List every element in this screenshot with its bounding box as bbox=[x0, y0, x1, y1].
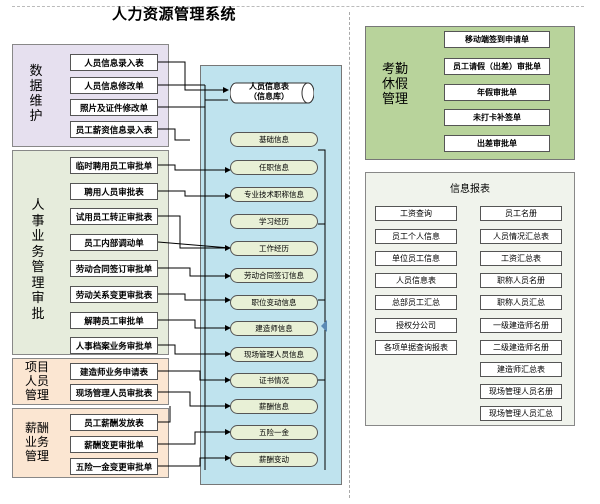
reports-title: 信息报表 bbox=[450, 184, 490, 195]
info-education[interactable]: 学习经历 bbox=[230, 214, 318, 229]
form-internal-transfer[interactable]: 员工内部调动单 bbox=[70, 234, 158, 251]
label-attendance: 考勤 休假 管理 bbox=[381, 62, 409, 107]
report-first-class-roster[interactable]: 一级建造师名册 bbox=[480, 318, 562, 333]
form-hire-approval[interactable]: 聘用人员审批表 bbox=[70, 183, 158, 200]
report-personnel-table[interactable]: 人员信息表 bbox=[375, 273, 457, 288]
top-dashed-border bbox=[12, 6, 584, 7]
form-business-trip[interactable]: 出差审批单 bbox=[444, 135, 550, 152]
label-data-maintenance: 数据 维护 bbox=[29, 64, 43, 124]
form-personnel-entry[interactable]: 人员信息录入表 bbox=[70, 54, 158, 71]
page-title: 人力资源管理系统 bbox=[112, 5, 237, 23]
report-title-roster[interactable]: 职称人员名册 bbox=[480, 273, 562, 288]
info-constructor[interactable]: 建造师信息 bbox=[230, 321, 318, 336]
label-hr-approval: 人事 业务 管理 审批 bbox=[31, 198, 45, 322]
form-constructor-application[interactable]: 建造师业务申请表 bbox=[70, 363, 158, 380]
report-document-query[interactable]: 各项单据查询报表 bbox=[375, 340, 457, 355]
form-labor-change[interactable]: 劳动关系变更审批表 bbox=[70, 286, 158, 303]
form-photo-cert-modify[interactable]: 照片及证件修改单 bbox=[70, 99, 158, 116]
form-contract-sign[interactable]: 劳动合同签订审批单 bbox=[70, 260, 158, 277]
form-missed-punch[interactable]: 未打卡补签单 bbox=[444, 109, 550, 126]
report-employee-roster[interactable]: 员工名册 bbox=[480, 206, 562, 221]
info-position[interactable]: 任职信息 bbox=[230, 160, 318, 175]
report-site-manager-summary[interactable]: 现场管理人员汇总 bbox=[480, 406, 562, 421]
personnel-database: 人员信息表 （信息库） bbox=[230, 79, 314, 107]
info-certificates[interactable]: 证书情况 bbox=[230, 373, 318, 388]
form-annual-leave[interactable]: 年假审批单 bbox=[444, 84, 550, 101]
report-personnel-summary[interactable]: 人员情况汇总表 bbox=[480, 229, 562, 244]
label-project-personnel: 项目人员 管理 bbox=[24, 360, 49, 402]
info-insurance[interactable]: 五险一金 bbox=[230, 425, 318, 440]
report-authorized-branch[interactable]: 授权分公司 bbox=[375, 318, 457, 333]
db-subtitle: （信息库） bbox=[249, 92, 289, 101]
form-mobile-checkin[interactable]: 移动端签到申请单 bbox=[444, 31, 550, 48]
report-second-class-roster[interactable]: 二级建造师名册 bbox=[480, 340, 562, 355]
form-salary-payment[interactable]: 员工薪酬发放表 bbox=[70, 414, 158, 431]
form-site-manager-approval[interactable]: 现场管理人员审批表 bbox=[70, 384, 158, 401]
info-salary[interactable]: 薪酬信息 bbox=[230, 399, 318, 414]
form-insurance-change[interactable]: 五险一金变更审批单 bbox=[70, 458, 158, 475]
info-contract[interactable]: 劳动合同签订信息 bbox=[230, 268, 318, 283]
form-dismissal[interactable]: 解聘员工审批单 bbox=[70, 312, 158, 329]
report-unit-employee[interactable]: 单位员工信息 bbox=[375, 251, 457, 266]
database-icon bbox=[230, 82, 314, 104]
form-salary-change[interactable]: 薪酬变更审批单 bbox=[70, 436, 158, 453]
report-title-summary[interactable]: 职称人员汇总 bbox=[480, 295, 562, 310]
info-basic[interactable]: 基础信息 bbox=[230, 132, 318, 147]
form-temp-hire[interactable]: 临时聘用员工审批单 bbox=[70, 157, 158, 174]
info-site-manager[interactable]: 现场管理人员信息 bbox=[230, 347, 318, 362]
divider-dashed-line bbox=[349, 12, 350, 498]
report-constructor-summary[interactable]: 建造师汇总表 bbox=[480, 362, 562, 377]
info-salary-change[interactable]: 薪酬变动 bbox=[230, 452, 318, 467]
info-work-history[interactable]: 工作经历 bbox=[230, 241, 318, 256]
report-employee-info[interactable]: 员工个人信息 bbox=[375, 229, 457, 244]
form-leave-travel[interactable]: 员工请假（出差）审批单 bbox=[444, 58, 550, 75]
form-salary-entry[interactable]: 员工薪资信息录入表 bbox=[70, 121, 158, 138]
form-archive-approval[interactable]: 人事档案业务审批单 bbox=[70, 337, 158, 354]
label-payroll: 薪酬业务 管理 bbox=[24, 421, 49, 463]
report-hq-summary[interactable]: 总部员工汇总 bbox=[375, 295, 457, 310]
report-salary-query[interactable]: 工资查询 bbox=[375, 206, 457, 221]
form-probation-regular[interactable]: 试用员工转正审批表 bbox=[70, 208, 158, 225]
info-position-change[interactable]: 职位变动信息 bbox=[230, 295, 318, 310]
info-professional-title[interactable]: 专业技术职称信息 bbox=[230, 187, 318, 202]
report-salary-summary[interactable]: 工资汇总表 bbox=[480, 251, 562, 266]
report-site-manager-roster[interactable]: 现场管理人员名册 bbox=[480, 384, 562, 399]
form-personnel-modify[interactable]: 人员信息修改单 bbox=[70, 77, 158, 94]
db-title: 人员信息表 bbox=[249, 82, 289, 91]
